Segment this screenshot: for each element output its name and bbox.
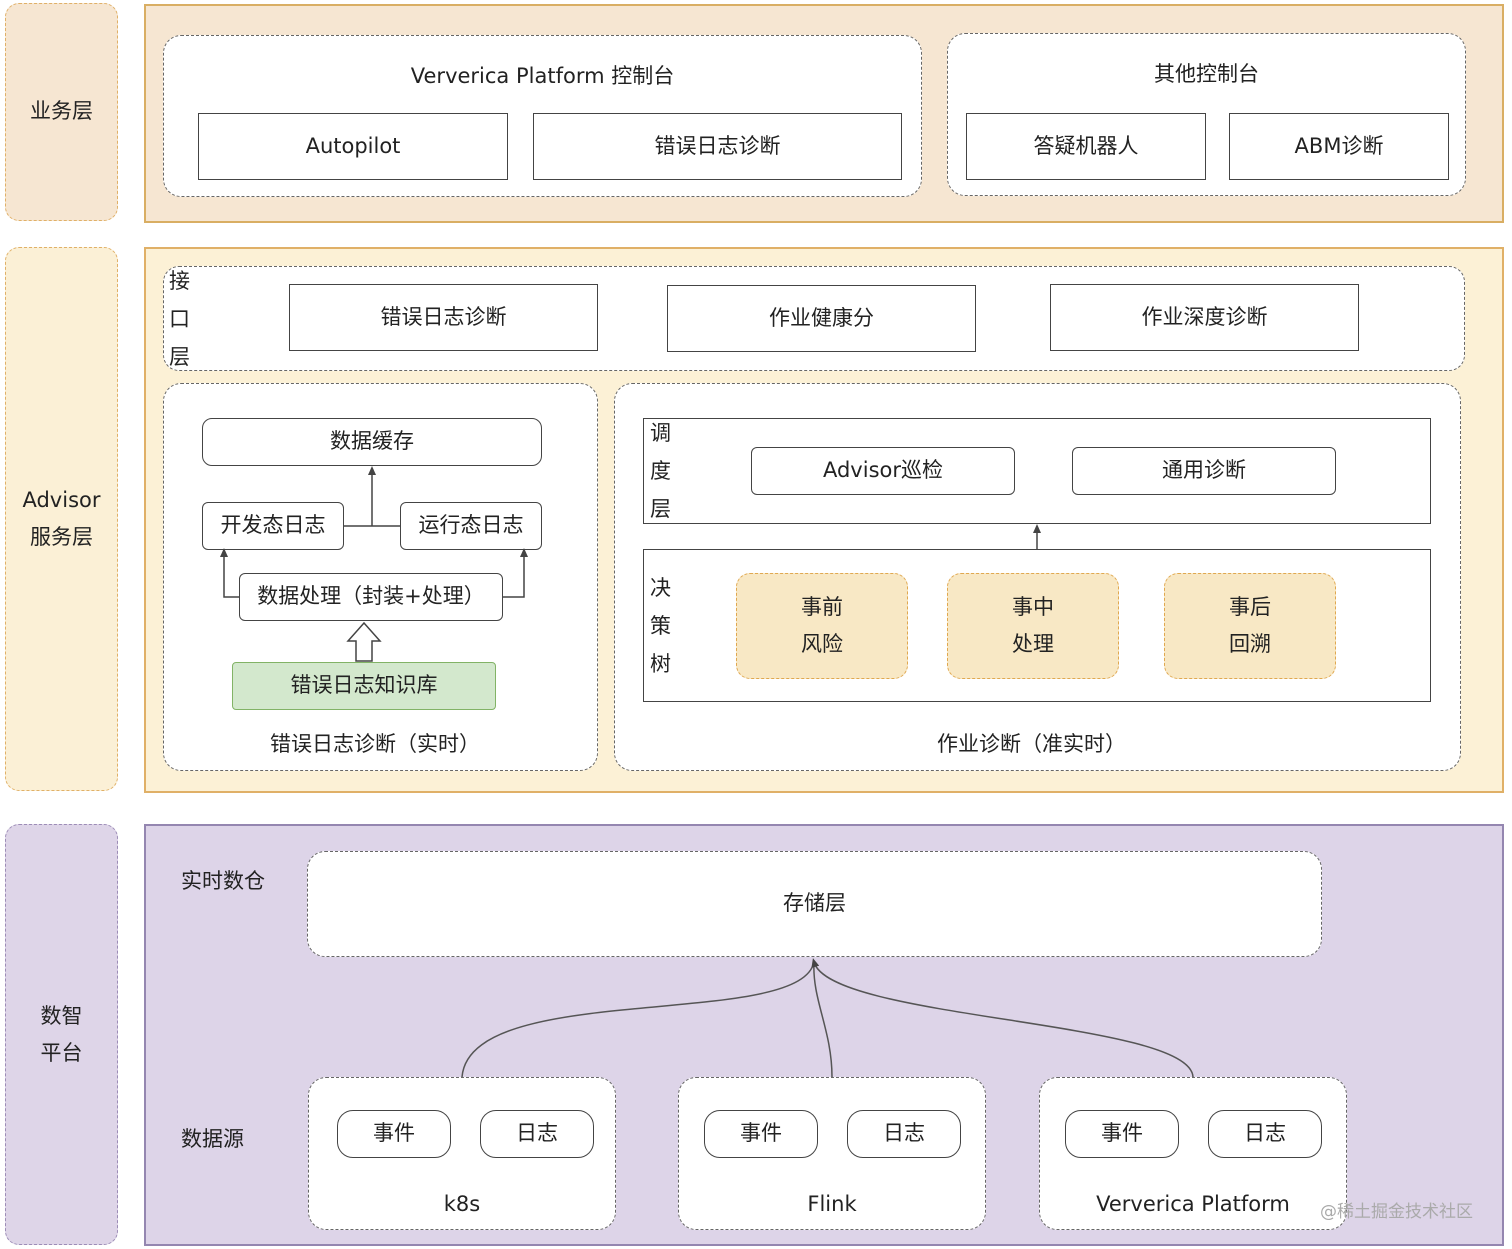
flink-log-box[interactable]: 日志 (847, 1110, 961, 1158)
schedule-label-char-3: 层 (650, 497, 671, 521)
processing-to-run-log-arrow (503, 548, 528, 598)
interface-label-char-2: 口 (169, 307, 190, 331)
flink-source-name: Flink (807, 1192, 857, 1217)
data-cache-box[interactable]: 数据缓存 (202, 418, 542, 466)
autopilot-label: Autopilot (305, 133, 401, 158)
interface-layer-label: 接 口 层 (169, 262, 195, 376)
in-process-line1: 事中 (1012, 595, 1054, 619)
error-log-diagnosis-console-box[interactable]: 错误日志诊断 (533, 113, 902, 180)
realtime-diagnosis-caption: 错误日志诊断（实时） (270, 732, 480, 757)
general-diagnosis-box[interactable]: 通用诊断 (1072, 447, 1336, 495)
k8s-source-name: k8s (443, 1192, 481, 1217)
run-log-label: 运行态日志 (418, 513, 524, 538)
decision-label-char-1: 决 (650, 576, 671, 600)
k8s-log-box[interactable]: 日志 (480, 1110, 594, 1158)
interface-label-char-1: 接 (169, 269, 190, 293)
post-review-box[interactable]: 事后 回溯 (1164, 573, 1336, 679)
in-process-line2: 处理 (1012, 632, 1054, 656)
k8s-event-box[interactable]: 事件 (337, 1110, 451, 1158)
ververica-event-box[interactable]: 事件 (1065, 1110, 1179, 1158)
knowledge-to-processing-arrow (346, 621, 382, 662)
interface-label-char-3: 层 (169, 345, 190, 369)
realtime-warehouse-label: 实时数仓 (181, 869, 265, 893)
ververica-console-title: Ververica Platform 控制台 (410, 64, 675, 89)
advisor-layer-label-line2: 服务层 (30, 525, 93, 549)
qa-bot-label: 答疑机器人 (1033, 133, 1139, 158)
interface-error-log-box[interactable]: 错误日志诊断 (289, 284, 598, 351)
pre-risk-line2: 风险 (801, 632, 843, 656)
data-cache-label: 数据缓存 (330, 429, 414, 454)
ververica-source-name: Ververica Platform (1096, 1192, 1290, 1217)
business-layer-tag: 业务层 (5, 3, 118, 221)
interface-health-score-box[interactable]: 作业健康分 (667, 285, 976, 352)
data-platform-label-line2: 平台 (40, 1040, 83, 1065)
pre-risk-line1: 事前 (801, 595, 843, 619)
data-processing-box[interactable]: 数据处理（封装+处理） (239, 573, 503, 621)
interface-deep-diagnosis-label: 作业深度诊断 (1141, 304, 1268, 329)
error-log-knowledge-base-label: 错误日志知识库 (290, 673, 438, 698)
flink-event-box[interactable]: 事件 (704, 1110, 818, 1158)
job-diagnosis-caption: 作业诊断（准实时） (937, 732, 1126, 757)
schedule-label-char-1: 调 (650, 421, 671, 445)
post-review-line1: 事后 (1229, 595, 1271, 619)
advisor-layer-label-line1: Advisor (22, 488, 101, 512)
advisor-patrol-box[interactable]: Advisor巡检 (751, 447, 1015, 495)
decision-label-char-2: 策 (650, 614, 671, 638)
k8s-log-label: 日志 (516, 1121, 558, 1146)
advisor-patrol-label: Advisor巡检 (822, 458, 943, 483)
interface-deep-diagnosis-box[interactable]: 作业深度诊断 (1050, 284, 1359, 351)
dev-log-box[interactable]: 开发态日志 (202, 502, 344, 550)
abm-diagnosis-label: ABM诊断 (1294, 133, 1384, 158)
ververica-log-label: 日志 (1244, 1121, 1286, 1146)
k8s-to-storage-curve (461, 961, 815, 1078)
data-sources-label: 数据源 (181, 1127, 244, 1151)
data-platform-tag: 数智 平台 (5, 824, 118, 1245)
error-log-knowledge-base-box[interactable]: 错误日志知识库 (232, 662, 496, 710)
other-console-title: 其他控制台 (1154, 62, 1259, 87)
qa-bot-box[interactable]: 答疑机器人 (966, 113, 1206, 180)
in-process-box[interactable]: 事中 处理 (947, 573, 1119, 679)
post-review-line2: 回溯 (1229, 632, 1271, 656)
run-log-box[interactable]: 运行态日志 (400, 502, 542, 550)
k8s-event-label: 事件 (373, 1121, 415, 1146)
flink-log-label: 日志 (883, 1121, 925, 1146)
advisor-layer-tag: Advisor 服务层 (5, 247, 118, 791)
ververica-to-storage-curve (811, 958, 1194, 1078)
schedule-layer-label: 调 度 层 (650, 414, 676, 528)
decision-tree-label: 决 策 树 (650, 569, 676, 683)
error-log-diagnosis-console-label: 错误日志诊断 (654, 133, 781, 158)
abm-diagnosis-box[interactable]: ABM诊断 (1229, 113, 1449, 180)
schedule-label-char-2: 度 (650, 459, 671, 483)
pre-risk-box[interactable]: 事前 风险 (736, 573, 908, 679)
ververica-event-label: 事件 (1101, 1121, 1143, 1146)
general-diagnosis-label: 通用诊断 (1162, 458, 1246, 483)
interface-error-log-label: 错误日志诊断 (380, 304, 507, 329)
processing-to-dev-log-arrow (220, 548, 239, 598)
dev-log-label: 开发态日志 (220, 513, 326, 538)
business-layer-label: 业务层 (30, 99, 93, 124)
flink-to-storage-curve (813, 961, 833, 1078)
flink-event-label: 事件 (740, 1121, 782, 1146)
decision-label-char-3: 树 (650, 652, 671, 676)
interface-health-score-label: 作业健康分 (769, 305, 874, 330)
storage-layer-label: 存储层 (783, 891, 846, 916)
ververica-log-box[interactable]: 日志 (1208, 1110, 1322, 1158)
data-platform-label-line1: 数智 (40, 1003, 83, 1028)
watermark: @稀土掘金技术社区 (1320, 1202, 1473, 1222)
autopilot-box[interactable]: Autopilot (198, 113, 508, 180)
storage-layer-box[interactable]: 存储层 (307, 851, 1322, 957)
data-processing-label: 数据处理（封装+处理） (257, 584, 485, 609)
